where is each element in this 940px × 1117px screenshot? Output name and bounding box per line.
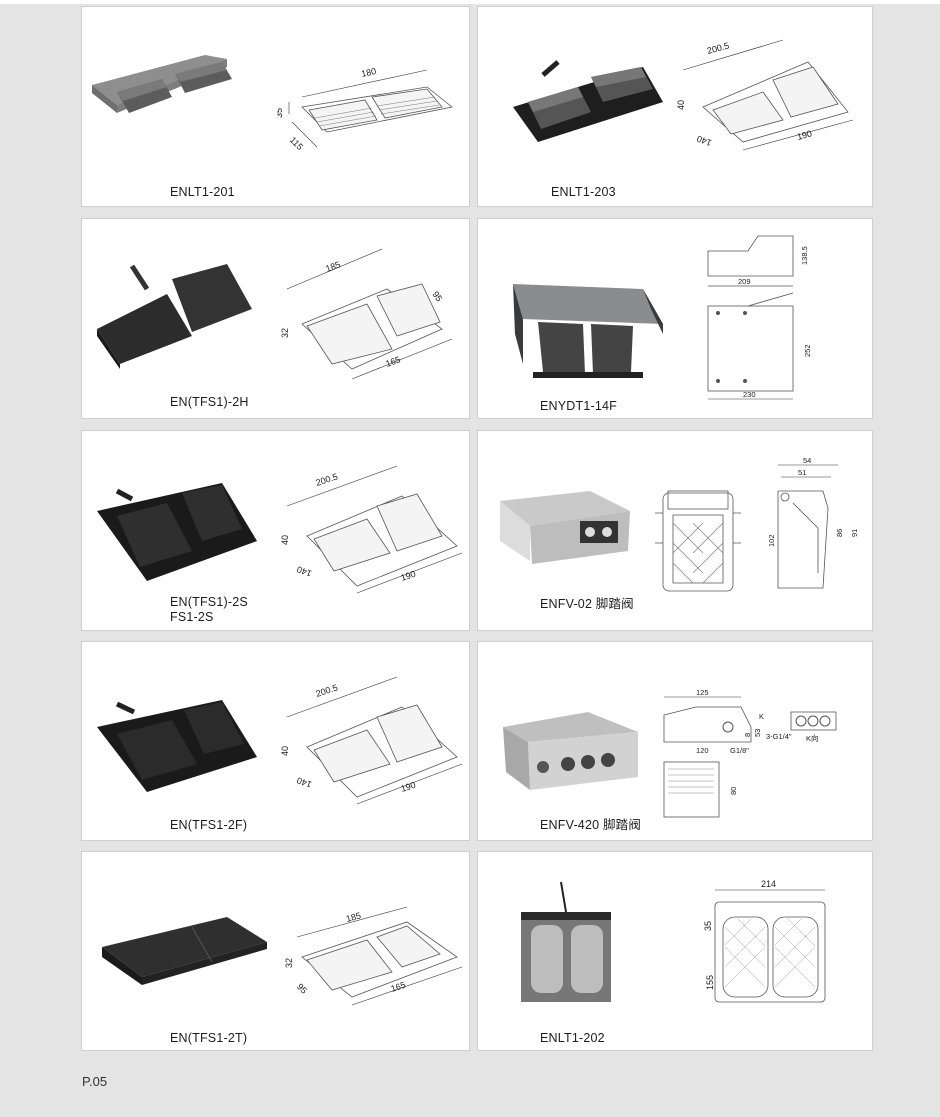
dim-thread: G1/8" (730, 746, 749, 755)
dimension-drawing: 54 51 102 86 91 (655, 456, 859, 592)
dimension-drawing: 185 95 32 165 (280, 248, 453, 380)
dim-depth: 140 (295, 775, 313, 790)
dim-port: 3-G1/4" (766, 732, 792, 741)
dim-height: 32 (280, 328, 290, 338)
product-label: EN(TFS1)-2H (170, 395, 249, 409)
product-photo (503, 712, 638, 790)
dim-view-label: K向 (806, 733, 819, 743)
dim-length: 165 (390, 980, 407, 994)
product-label: ENFV-02 脚踏阀 (540, 597, 634, 611)
product-photo (97, 483, 257, 581)
dimension-drawing: 125 K 53 8 3-G1/4" 120 G1/8" K向 80 (663, 688, 837, 818)
product-card-enlt1-203: 200.5 40 140 190 ENLT1-203 (477, 6, 873, 207)
dim-height: 155 (705, 975, 715, 990)
product-label: EN(TFS1-2F) (170, 818, 248, 832)
dim-depth: 95 (430, 289, 444, 303)
dim-length: 190 (400, 780, 417, 794)
product-photo (97, 700, 257, 792)
dimension-drawing: 200.5 40 140 190 (676, 39, 854, 151)
dimension-drawing: 138.5 209 252 230 (707, 235, 812, 400)
dim-top: 35 (703, 921, 713, 931)
product-card-enlt1-201: 180 35 115 ENLT1-201 (81, 6, 470, 207)
product-photo (513, 60, 663, 142)
dim-height: 138.5 (800, 246, 809, 265)
product-photo (102, 917, 267, 985)
dimension-drawing: 200.5 40 140 190 (280, 676, 463, 805)
product-label: ENFV-420 脚踏阀 (540, 818, 642, 832)
dim-width: 80 (729, 787, 738, 795)
product-photo (500, 491, 630, 564)
dim-width: 180 (360, 66, 377, 79)
dim-view-mark: K (759, 712, 764, 721)
dimension-drawing: 214 35 155 (703, 879, 826, 1003)
dimension-drawing: 180 35 115 (277, 66, 453, 152)
top-strip (0, 0, 940, 4)
dim-depth: 252 (803, 344, 812, 357)
dim-width: 200.5 (706, 40, 730, 55)
product-label-alt: FS1-2S (170, 610, 214, 624)
product-label: EN(TFS1)-2S (170, 595, 248, 609)
product-card-en-tfs1-2t: 185 32 95 165 EN(TFS1-2T) (81, 851, 470, 1051)
dim-small: 8 (743, 733, 752, 737)
dim-width: 209 (738, 277, 751, 286)
dim-depth: 95 (295, 982, 309, 996)
product-label: ENLT1-202 (540, 1031, 605, 1045)
dim-height: 40 (676, 100, 686, 110)
product-label: EN(TFS1-2T) (170, 1031, 248, 1045)
dimension-drawing: 200.5 40 140 190 (280, 465, 463, 594)
product-card-en-tfs1-2h: 185 95 32 165 EN(TFS1)-2H (81, 218, 470, 419)
dim-length: 125 (696, 688, 709, 697)
dim-length: 190 (400, 569, 417, 583)
dim-total-height: 91 (850, 529, 859, 537)
product-card-en-tfs1-2s: 200.5 40 140 190 EN(TFS1)-2S FS1-2S (81, 430, 470, 631)
dim-width: 200.5 (315, 471, 340, 487)
dim-width: 185 (345, 910, 362, 924)
product-label: ENLT1-201 (170, 185, 235, 199)
dim-top-width: 54 (803, 456, 811, 465)
dim-height: 53 (753, 729, 762, 737)
dim-inner-height: 86 (835, 529, 844, 537)
product-card-enfv-420: 125 K 53 8 3-G1/4" 120 G1/8" K向 80 ENFV-… (477, 641, 873, 841)
dim-length: 190 (796, 128, 813, 142)
dim-depth: 140 (695, 133, 713, 148)
dim-depth: 140 (295, 564, 313, 579)
dim-width: 200.5 (315, 682, 340, 698)
dim-base: 230 (743, 390, 756, 399)
product-photo (92, 55, 232, 113)
product-card-enlt1-202: 214 35 155 ENLT1-202 (477, 851, 873, 1051)
dim-height: 32 (284, 958, 294, 968)
product-label: ENYDT1-14F (540, 399, 618, 413)
page-number: P.05 (82, 1074, 108, 1089)
dimension-drawing: 185 32 95 165 (284, 906, 463, 1006)
product-photo (513, 284, 663, 378)
dim-base-length: 120 (696, 746, 709, 755)
dim-height: 40 (280, 535, 290, 545)
dim-depth: 115 (288, 135, 305, 152)
dim-width: 214 (761, 879, 776, 889)
dim-width: 185 (324, 259, 342, 274)
dim-length: 165 (384, 354, 402, 369)
dim-height: 102 (767, 534, 776, 547)
product-card-en-tfs1-2f: 200.5 40 140 190 EN(TFS1-2F) (81, 641, 470, 841)
product-photo (97, 264, 252, 369)
product-photo (521, 881, 611, 1002)
dim-height: 40 (280, 746, 290, 756)
product-label: ENLT1-203 (551, 185, 616, 199)
product-card-enydt1-14f: 138.5 209 252 230 ENYDT1-14F (477, 218, 873, 419)
product-card-enfv-02: 54 51 102 86 91 ENFV-02 脚踏阀 (477, 430, 873, 631)
dim-mid-width: 51 (798, 468, 806, 477)
dim-height: 35 (277, 108, 284, 118)
